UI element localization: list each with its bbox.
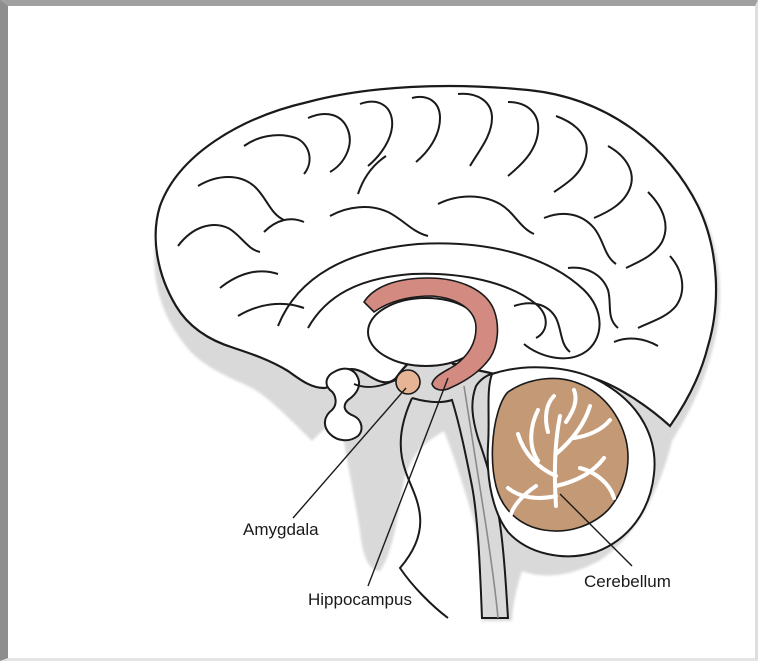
brain-sagittal-diagram — [8, 6, 758, 667]
amygdala-structure — [396, 370, 420, 394]
amygdala-label: Amygdala — [243, 521, 319, 538]
cerebellum-label: Cerebellum — [584, 573, 671, 590]
hippocampus-label: Hippocampus — [308, 591, 412, 608]
